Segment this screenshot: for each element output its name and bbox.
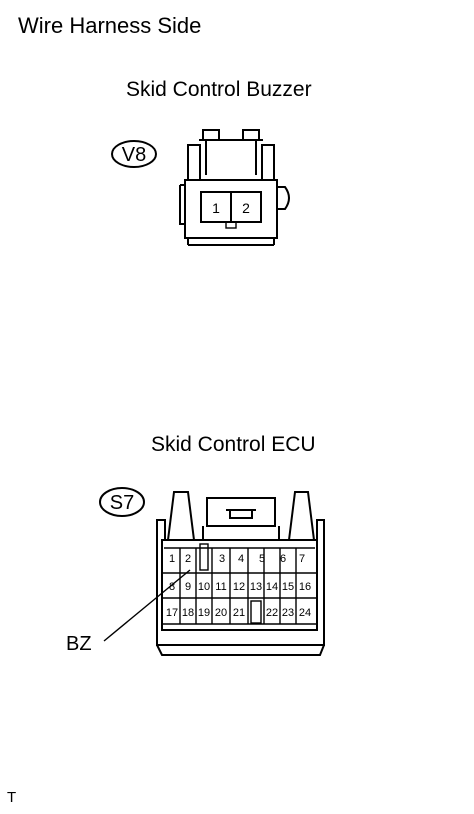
ecu-pin-15: 15 [282, 581, 294, 593]
buzzer-pin-1: 1 [212, 200, 220, 216]
ecu-pin-3: 3 [219, 553, 225, 565]
ecu-pin-12: 12 [233, 581, 245, 593]
ecu-pin-16: 16 [299, 581, 311, 593]
ecu-pin-7: 7 [299, 553, 305, 565]
ecu-connector: S7 1 2 [66, 487, 325, 656]
ecu-connector-id: S7 [110, 492, 134, 514]
buzzer-connector: V8 1 2 [111, 129, 290, 246]
ecu-pin-8: 8 [169, 581, 175, 593]
ecu-pin-19: 19 [198, 607, 210, 619]
buzzer-connector-id: V8 [122, 144, 146, 166]
ecu-pin-21: 21 [233, 607, 245, 619]
ecu-pin-17: 17 [166, 607, 178, 619]
ecu-pin-18: 18 [182, 607, 194, 619]
ecu-pin-2: 2 [185, 553, 191, 565]
page-title: Wire Harness Side [18, 13, 202, 38]
bz-callout-line [103, 569, 191, 642]
ecu-pin-9: 9 [185, 581, 191, 593]
ecu-pin-11: 11 [215, 581, 226, 593]
ecu-pin-1: 1 [169, 553, 175, 565]
ecu-pin-24: 24 [299, 607, 311, 619]
ecu-pin-5: 5 [259, 553, 265, 565]
footer-code: T [7, 789, 17, 806]
ecu-pin-10: 10 [198, 581, 210, 593]
ecu-pin-23: 23 [282, 607, 294, 619]
ecu-pin-14: 14 [266, 581, 278, 593]
bz-callout-label: BZ [66, 633, 92, 655]
ecu-pin-13: 13 [250, 581, 262, 593]
ecu-pin-4: 4 [238, 553, 244, 565]
ecu-pin-6: 6 [280, 553, 286, 565]
buzzer-connector-id-badge [111, 140, 157, 168]
ecu-connector-id-badge [99, 487, 145, 517]
buzzer-connector-title: Skid Control Buzzer [126, 78, 312, 101]
buzzer-pin-2: 2 [242, 200, 250, 216]
ecu-pin-grid [164, 547, 315, 624]
ecu-pin-22: 22 [266, 607, 278, 619]
ecu-pin-20: 20 [215, 607, 227, 619]
ecu-connector-title: Skid Control ECU [151, 433, 316, 456]
